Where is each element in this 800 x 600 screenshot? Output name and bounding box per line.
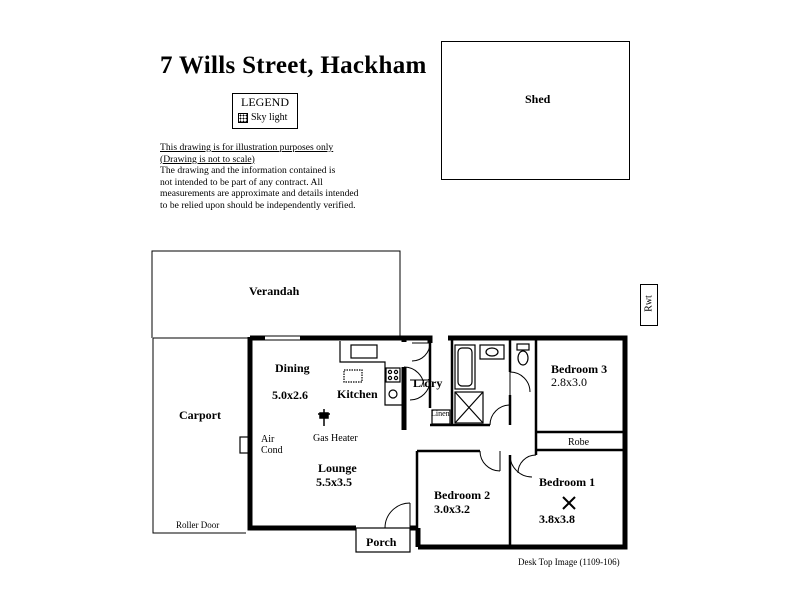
kitchen-bench	[339, 341, 404, 406]
bathroom-fixtures	[431, 343, 530, 425]
disclaimer-line-5: measurements are approximate and details…	[160, 188, 359, 200]
room-label-linen: Linen	[431, 409, 450, 418]
room-label-dining: Dining	[275, 361, 310, 375]
room-label-robe: Robe	[568, 437, 590, 448]
verandah-outline	[151, 250, 401, 338]
disclaimer-line-4: not intended to be part of any contract.…	[160, 176, 323, 188]
disclaimer-line-2: (Drawing is not to scale)	[160, 153, 255, 165]
air-cond-label-2: Cond	[261, 445, 283, 456]
room-label-lounge: Lounge	[318, 461, 357, 475]
room-size-lounge: 5.5x3.5	[316, 475, 352, 489]
room-label-kitchen: Kitchen	[337, 387, 378, 401]
property-title: 7 Wills Street, Hackham	[160, 52, 427, 79]
room-size-dining: 5.0x2.6	[272, 388, 308, 402]
legend-item-skylight: Sky light	[238, 112, 287, 123]
air-cond-unit	[239, 436, 252, 454]
legend-item-label: Sky light	[251, 112, 288, 123]
air-cond-label-1: Air	[261, 434, 275, 445]
door-swings	[384, 342, 537, 529]
room-label-carport: Carport	[179, 408, 221, 422]
shed-outline: Shed	[441, 41, 630, 180]
carport-outline	[152, 338, 246, 534]
footer-reference: Desk Top Image (1109-106)	[518, 557, 620, 567]
windows	[247, 335, 628, 546]
disclaimer-line-1: This drawing is for illustration purpose…	[160, 142, 334, 153]
shed-label: Shed	[525, 92, 551, 106]
room-size-bedroom-3: 2.8x3.0	[551, 375, 587, 389]
legend-title: LEGEND	[241, 95, 289, 109]
roller-door-label: Roller Door	[176, 520, 220, 530]
room-label-bedroom-3: Bedroom 3	[551, 362, 608, 376]
room-size-bedroom-2: 3.0x3.2	[434, 502, 470, 516]
gas-heater-icon	[318, 409, 330, 426]
interior-walls	[415, 338, 625, 547]
room-label-bedroom-2: Bedroom 2	[434, 488, 491, 502]
room-label-laundry: L/dry	[413, 376, 443, 390]
disclaimer-line-3: The drawing and the information containe…	[160, 165, 336, 177]
skylight-icon	[238, 112, 248, 123]
rainwater-tank: Rwt	[640, 284, 658, 326]
room-label-bedroom-1: Bedroom 1	[539, 475, 596, 489]
legend-box: LEGEND Sky light	[232, 93, 298, 129]
porch-outline	[355, 527, 411, 553]
ceiling-fan-icon	[562, 496, 576, 510]
room-size-bedroom-1: 3.8x3.8	[539, 512, 575, 526]
room-label-verandah: Verandah	[249, 284, 300, 298]
gas-heater-label: Gas Heater	[313, 433, 358, 444]
disclaimer: This drawing is for illustration purpose…	[160, 142, 358, 212]
room-label-porch: Porch	[366, 535, 397, 549]
disclaimer-line-6: to be relied upon should be independentl…	[160, 199, 356, 211]
